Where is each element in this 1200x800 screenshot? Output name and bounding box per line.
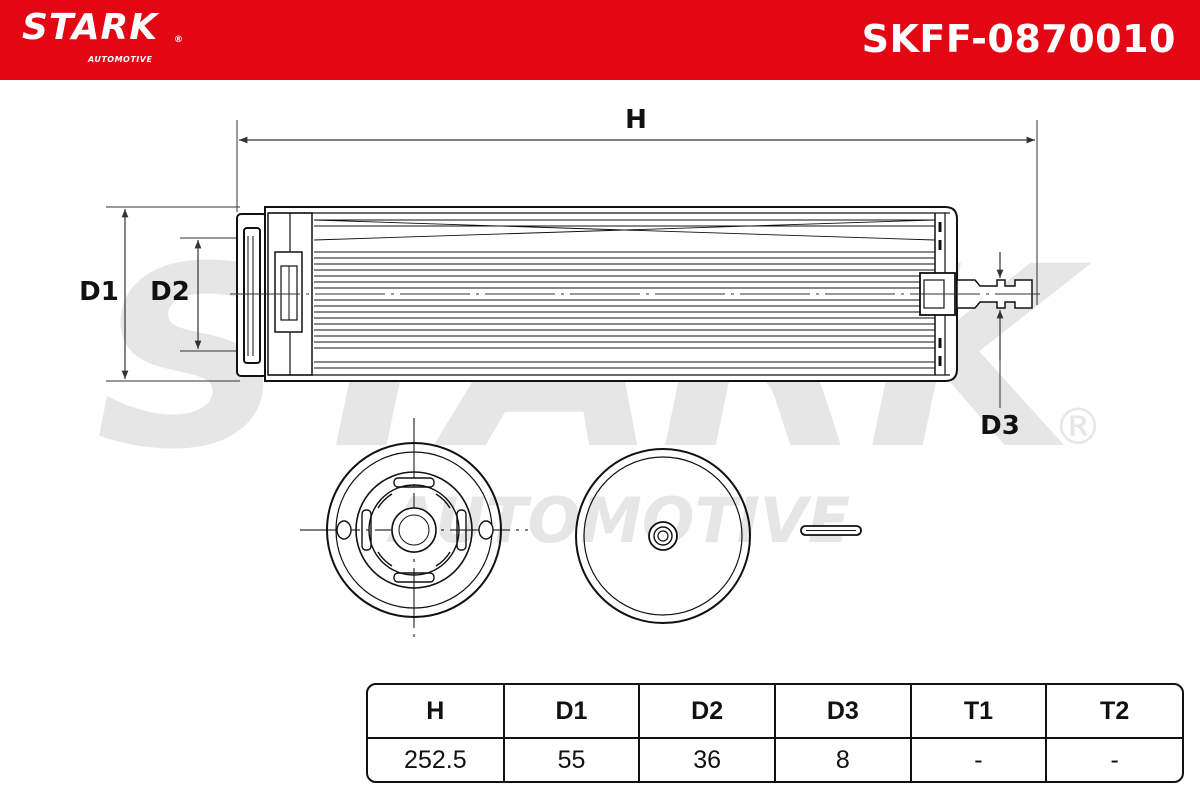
value-d3: 8 (774, 738, 912, 781)
stark-logo: STARK ® AUTOMOTIVE (22, 7, 183, 64)
label-d1: D1 (79, 277, 119, 307)
logo-brand: STARK (22, 7, 159, 48)
header-bar: STARK ® AUTOMOTIVE SKFF-0870010 (0, 0, 1200, 80)
label-d3: D3 (980, 411, 1020, 441)
header-d3: D3 (774, 685, 912, 739)
header-t1: T1 (910, 685, 1048, 739)
label-d2: D2 (150, 277, 190, 307)
value-d2: 36 (639, 738, 776, 781)
filter-inlet-end-view (300, 418, 528, 640)
seal-ring-part (800, 525, 862, 536)
value-t2: - (1110, 745, 1119, 774)
header-h: H (368, 685, 505, 739)
value-t1: - (910, 738, 1048, 781)
technical-drawing: STARK AUTOMOTIVE ® H D1 D2 D3 (79, 105, 1103, 640)
logo-registered-mark: ® (174, 35, 183, 45)
dimensions-table: H D1 D2 D3 T1 T2 252.5 55 36 8 - - (366, 683, 1184, 783)
label-h: H (625, 105, 647, 135)
header-t2: T2 (1046, 685, 1182, 739)
dimension-d1: D1 (79, 206, 240, 382)
logo-subtitle: AUTOMOTIVE (88, 55, 153, 64)
value-d1: 55 (503, 738, 641, 781)
watermark-registered-mark: ® (1053, 398, 1103, 456)
dimension-d3: D3 (980, 252, 1020, 441)
header-d2: D2 (639, 685, 776, 739)
table-header-row: H D1 D2 D3 T1 T2 (368, 685, 1182, 739)
table-row: 252.5 55 36 8 - - (368, 738, 1182, 781)
value-h: 252.5 (368, 738, 505, 781)
filter-outlet-end-view (575, 448, 751, 624)
dimension-h: H (236, 105, 1038, 305)
header-d1: D1 (503, 685, 641, 739)
part-number: SKFF-0870010 (861, 17, 1176, 61)
filter-side-view (230, 206, 1040, 382)
watermark-sub: AUTOMOTIVE (385, 484, 850, 557)
dimension-d2: D2 (150, 237, 242, 352)
